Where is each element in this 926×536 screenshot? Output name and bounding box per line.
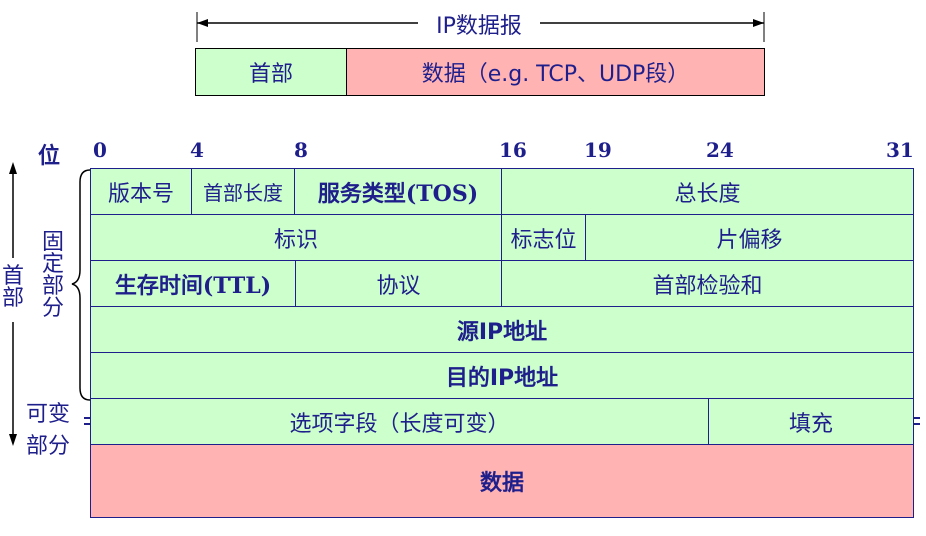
field-version: 版本号 — [90, 168, 192, 215]
span-arrowhead-right — [753, 19, 764, 27]
datagram-data-box: 数据（e.g. TCP、UDP段） — [346, 48, 765, 96]
field-destination-ip: 目的IP地址 — [90, 352, 914, 399]
header-arrowhead-up — [9, 162, 17, 174]
field-protocol: 协议 — [295, 260, 502, 307]
side-label-variable-2: 部分 — [26, 434, 71, 459]
field-tos: 服务类型(TOS) — [294, 168, 502, 215]
datagram-header-box: 首部 — [195, 48, 347, 96]
bit-tick-19: 19 — [584, 138, 612, 162]
field-total-length: 总长度 — [501, 168, 914, 215]
field-padding: 填充 — [708, 398, 914, 445]
bit-axis-label: 位 — [38, 144, 61, 169]
field-source-ip: 源IP地址 — [90, 306, 914, 353]
bit-tick-8: 8 — [294, 138, 308, 162]
field-data: 数据 — [90, 444, 914, 518]
field-fragment-offset: 片偏移 — [585, 214, 914, 261]
bit-tick-24: 24 — [706, 138, 734, 162]
datagram-title: IP数据报 — [436, 14, 522, 39]
span-arrowhead-left — [197, 19, 208, 27]
header-arrowhead-down — [9, 434, 17, 446]
bit-tick-0: 0 — [93, 138, 107, 162]
side-label-header: 首部 — [2, 264, 25, 311]
bit-tick-16: 16 — [499, 138, 527, 162]
field-identification: 标识 — [90, 214, 502, 261]
side-label-variable-1: 可变 — [26, 402, 71, 427]
field-flags: 标志位 — [501, 214, 586, 261]
bit-tick-4: 4 — [190, 138, 204, 162]
bit-tick-31: 31 — [886, 138, 914, 162]
field-ttl: 生存时间(TTL) — [90, 260, 296, 307]
field-header-length: 首部长度 — [191, 168, 295, 215]
field-options: 选项字段（长度可变） — [90, 398, 709, 445]
fixed-part-brace — [71, 169, 91, 401]
side-label-fixed: 固定部分 — [42, 230, 65, 321]
field-header-checksum: 首部检验和 — [501, 260, 914, 307]
